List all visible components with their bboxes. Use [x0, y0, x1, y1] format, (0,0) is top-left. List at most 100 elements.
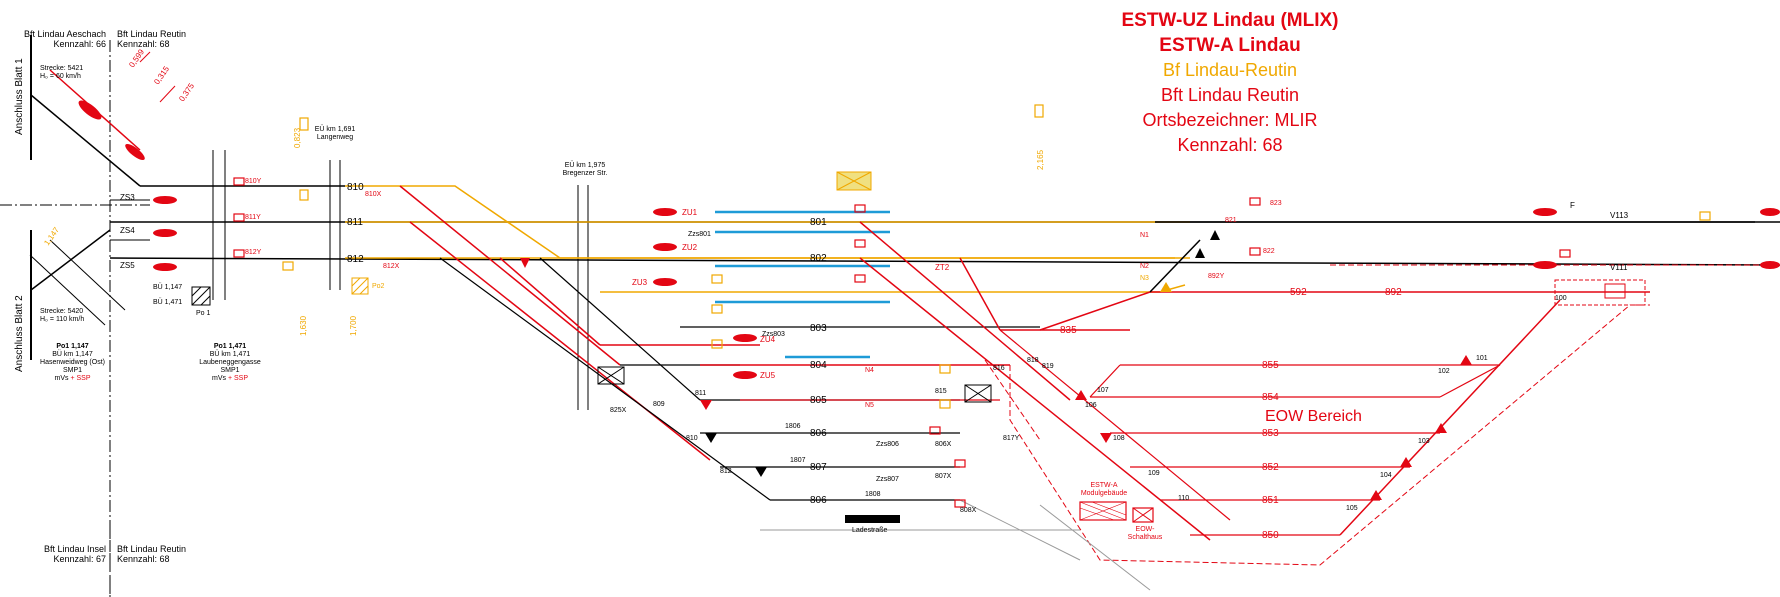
track-label-810: 810 — [347, 182, 364, 193]
title-ortsbezeichner: Ortsbezeichner: MLIR — [1142, 110, 1318, 130]
signal-892y: 892Y — [1208, 273, 1225, 280]
signal-817y: 817Y — [1003, 435, 1020, 442]
signal-810x: 810X — [365, 191, 382, 198]
signal-zzs806: Zzs806 — [876, 441, 899, 448]
signal-822: 822 — [1263, 248, 1275, 255]
signal-823: 823 — [1270, 200, 1282, 207]
signal-n1: N1 — [1140, 232, 1149, 239]
signal-105: 105 — [1346, 505, 1358, 512]
signal-807x: 807X — [935, 473, 952, 480]
km-4: 1,147 — [42, 225, 61, 247]
boundary-top-right: Bft Lindau Reutin Kennzahl: 68 — [117, 29, 187, 49]
eu-bregenzer: EÜ km 1,975 Bregenzer Str. — [562, 162, 608, 177]
track-label-805: 805 — [810, 395, 827, 406]
track-label-803: 803 — [810, 323, 827, 334]
track-label-855: 855 — [1262, 360, 1279, 371]
signal-n4: N4 — [865, 367, 874, 374]
signal-n2: N2 — [1140, 263, 1149, 270]
incoming-track-bottom — [30, 229, 111, 291]
km-2: 0,375 — [177, 81, 196, 103]
signal-810w: 810 — [686, 435, 698, 442]
signal-816: 816 — [993, 365, 1005, 372]
track-label-850: 850 — [1262, 530, 1279, 541]
signal-815: 815 — [935, 388, 947, 395]
bu-1147-label: BÜ 1,147 — [153, 284, 183, 291]
track-label-892: 892 — [1385, 287, 1402, 298]
signal-n3: N3 — [1140, 275, 1149, 282]
signal-109: 109 — [1148, 470, 1160, 477]
signal-818: 818 — [1027, 357, 1039, 364]
title-estw-uz: ESTW-UZ Lindau (MLIX) — [1121, 10, 1339, 31]
signal-103: 103 — [1418, 438, 1430, 445]
signal-825x: 825X — [610, 407, 627, 414]
track-812 — [109, 257, 1780, 266]
signal-106: 106 — [1085, 402, 1097, 409]
km-6: 1,630 — [299, 315, 308, 336]
signal-zs5: ZS5 — [120, 261, 135, 270]
signal-100: 100 — [1555, 295, 1567, 302]
incoming-track-top — [30, 94, 141, 187]
signal-110: 110 — [1178, 495, 1189, 502]
km-3: 0,315 — [152, 64, 171, 86]
signal-809: 809 — [653, 401, 665, 408]
track-label-812: 812 — [347, 254, 364, 265]
signal-1807: 1807 — [790, 457, 806, 464]
track-label-804: 804 — [810, 360, 827, 371]
estw-a-building — [1079, 501, 1127, 521]
estw-a-label: ESTW-A Modulgebäude — [1080, 482, 1128, 497]
signal-zzs803: Zzs803 — [762, 331, 785, 338]
eow-bereich-label: EOW Bereich — [1265, 408, 1362, 425]
track-label-853: 853 — [1262, 428, 1279, 439]
signal-812y: 812Y — [245, 249, 262, 256]
signal-812x: 812X — [383, 263, 400, 270]
signal-zu2: ZU2 — [682, 243, 698, 252]
title-bf: Bf Lindau-Reutin — [1162, 60, 1298, 80]
boundary-bottom-left: Bft Lindau Insel Kennzahl: 67 — [43, 544, 106, 564]
track-label-854: 854 — [1262, 392, 1279, 403]
ladestrasse-label: Ladestraße — [852, 527, 888, 534]
signal-1806: 1806 — [785, 423, 801, 430]
po2-info: Po1 1,471 BÜ km 1,471 Laubeneggengasse S… — [199, 343, 261, 382]
signal-806x: 806X — [935, 441, 952, 448]
title-bft: Bft Lindau Reutin — [1160, 85, 1300, 105]
signal-1808: 1808 — [865, 491, 881, 498]
signal-810y: 810Y — [245, 178, 262, 185]
signal-101: 101 — [1476, 355, 1488, 362]
po1-box-label: Po 1 — [196, 310, 211, 317]
signal-zzs801: Zzs801 — [688, 231, 711, 238]
signal-zs4: ZS4 — [120, 226, 135, 235]
track-label-852: 852 — [1262, 462, 1279, 473]
boundary-top-left: Bft Lindau Aeschach Kennzahl: 66 — [23, 29, 106, 49]
signal-n5: N5 — [865, 402, 874, 409]
track-label-811: 811 — [347, 217, 363, 228]
eow-schalthaus-label: EOW- Schalthaus — [1127, 526, 1163, 541]
track-label-835: 835 — [1060, 325, 1077, 336]
signal-v113: V113 — [1610, 211, 1629, 220]
title-kennzahl: Kennzahl: 68 — [1177, 135, 1283, 155]
bu-1471-label: BÜ 1,471 — [153, 299, 183, 306]
track-label-802: 802 — [810, 253, 827, 264]
track-label-806: 806 — [810, 428, 827, 439]
eu-langenweg: EÜ km 1,691 Langenweg — [314, 126, 356, 141]
track-label-592: 592 — [1290, 287, 1307, 298]
track-label-801: 801 — [810, 217, 827, 228]
km-5: 0,823 — [293, 127, 302, 148]
signal-821: 821 — [1225, 217, 1237, 224]
signal-zu4: ZU4 — [760, 335, 776, 344]
strecke-5421: Strecke: 5421 H₀ = 60 km/h — [40, 65, 84, 80]
strecke-5420: Strecke: 5420 H₀ = 110 km/h — [40, 308, 85, 323]
signal-104: 104 — [1380, 472, 1392, 479]
eow-schalthaus — [1132, 507, 1154, 523]
signal-108: 108 — [1113, 435, 1125, 442]
signal-v111: V111 — [1610, 263, 1628, 272]
km-7: 1,700 — [349, 315, 358, 336]
track-label-851: 851 — [1262, 495, 1279, 506]
signal-zs3: ZS3 — [120, 193, 135, 202]
signal-107: 107 — [1097, 387, 1109, 394]
signal-f: F — [1570, 201, 1575, 210]
station-title-block: ESTW-UZ Lindau (MLIX) ESTW-A Lindau Bf L… — [1010, 8, 1450, 158]
signal-zu3: ZU3 — [632, 278, 648, 287]
anschluss-blatt-1: Anschluss Blatt 1 — [14, 58, 25, 135]
po1-info: Po1 1,147 BÜ km 1,147 Hasenweidweg (Ost)… — [40, 343, 105, 382]
